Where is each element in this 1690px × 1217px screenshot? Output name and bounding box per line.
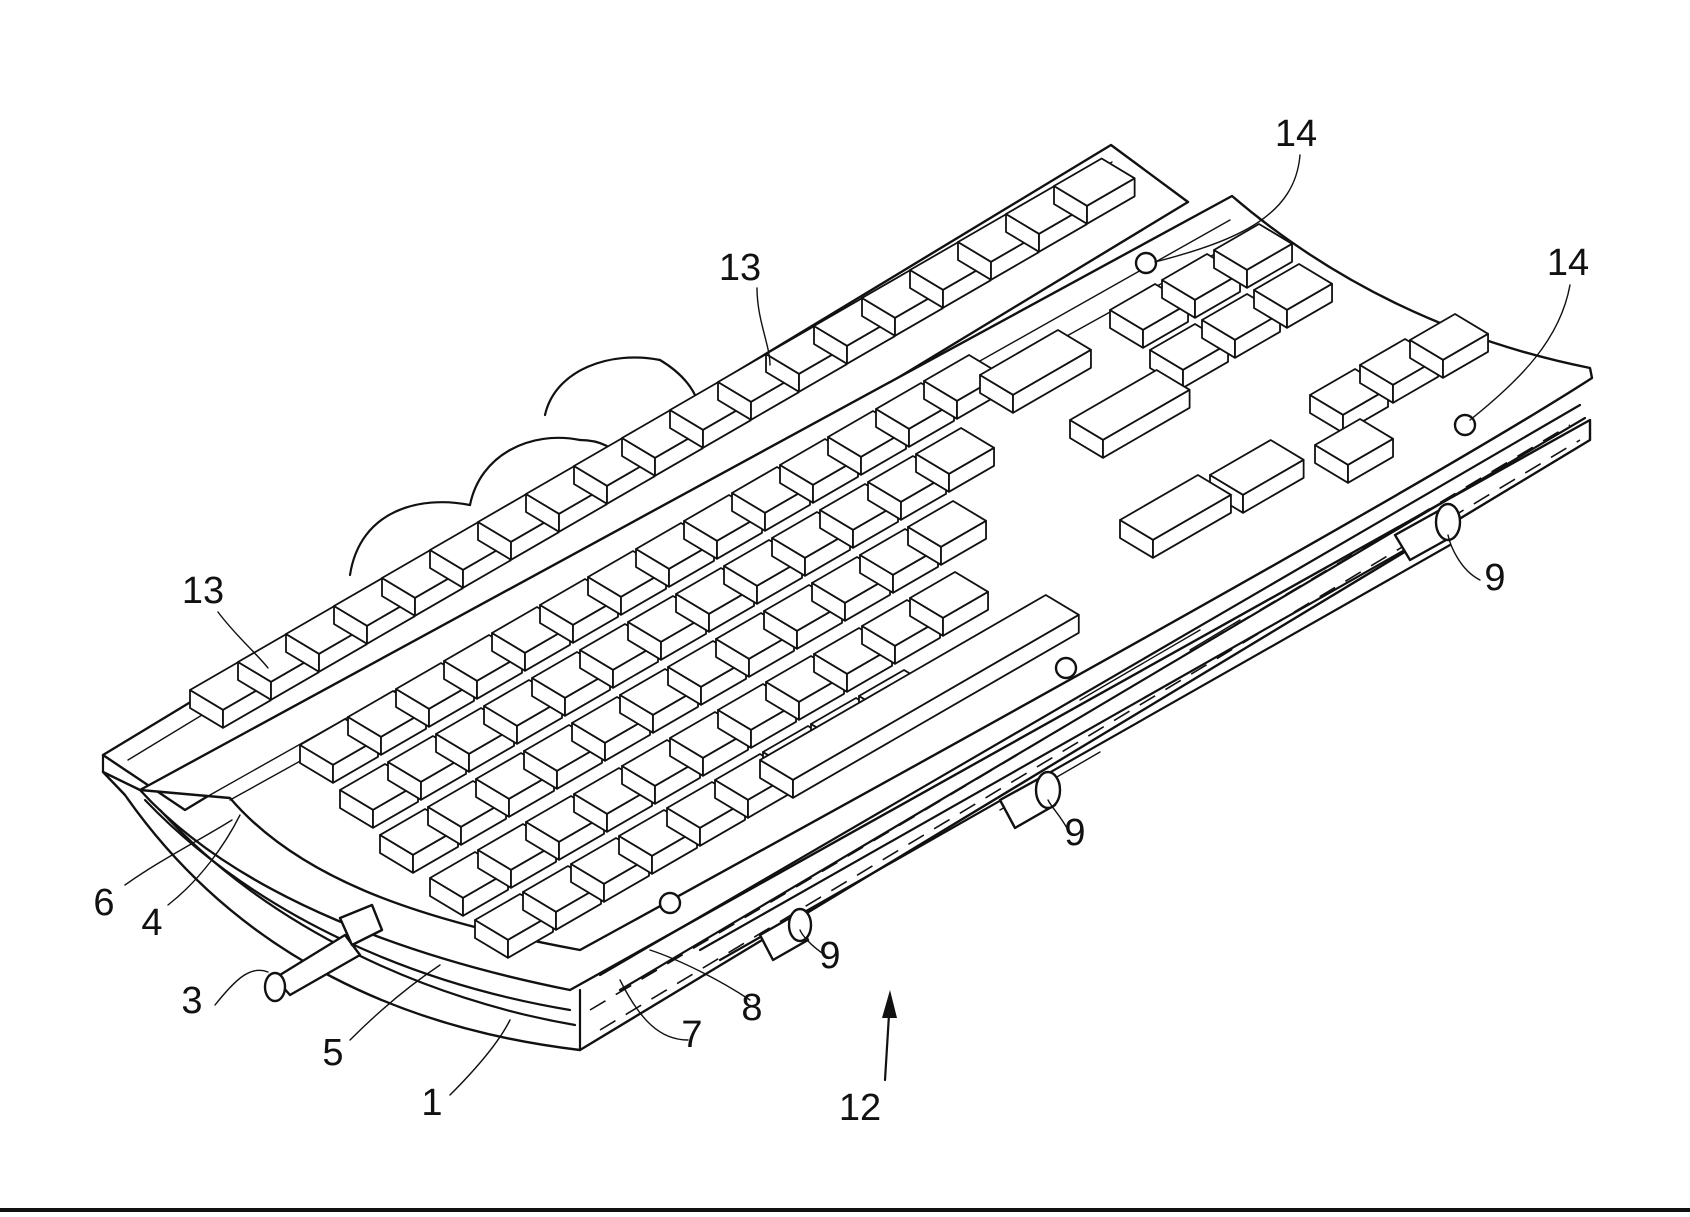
label-13-left: 13 xyxy=(182,570,224,612)
alphanumeric-key xyxy=(915,427,995,493)
label-4: 4 xyxy=(141,902,162,944)
keycaps xyxy=(189,157,1489,959)
alphanumeric-key xyxy=(909,571,989,637)
arrow-key xyxy=(1314,418,1394,484)
rear-rollers xyxy=(348,356,697,577)
navigation-key xyxy=(1213,223,1293,289)
large-key xyxy=(1069,369,1191,459)
large-key xyxy=(1119,474,1232,559)
label-3: 3 xyxy=(181,980,202,1022)
label-9-lower: 9 xyxy=(819,935,840,977)
label-14-top: 14 xyxy=(1275,113,1317,155)
label-8: 8 xyxy=(741,987,762,1029)
label-9-right: 9 xyxy=(1484,557,1505,599)
label-7: 7 xyxy=(681,1014,702,1056)
function-key xyxy=(1053,157,1136,225)
label-12: 12 xyxy=(839,1087,881,1129)
function-key xyxy=(957,213,1040,281)
label-13-top: 13 xyxy=(719,247,761,289)
roller-bushings xyxy=(758,502,1462,962)
label-9-middle: 9 xyxy=(1064,812,1085,854)
assembly-arrow xyxy=(882,990,897,1082)
label-14-right: 14 xyxy=(1547,242,1589,284)
label-5: 5 xyxy=(322,1032,343,1074)
space-bar-key xyxy=(759,594,1080,799)
alphanumeric-key xyxy=(669,711,749,777)
page-baseline-rule xyxy=(0,1208,1690,1212)
enter-key xyxy=(979,329,1092,414)
leader-lines xyxy=(124,154,1571,1096)
label-1: 1 xyxy=(421,1082,442,1124)
navigation-key xyxy=(1253,263,1333,329)
arrow-key xyxy=(1409,313,1489,379)
cable-connector xyxy=(263,903,384,1003)
label-6: 6 xyxy=(93,882,114,924)
alphanumeric-key xyxy=(907,500,987,566)
